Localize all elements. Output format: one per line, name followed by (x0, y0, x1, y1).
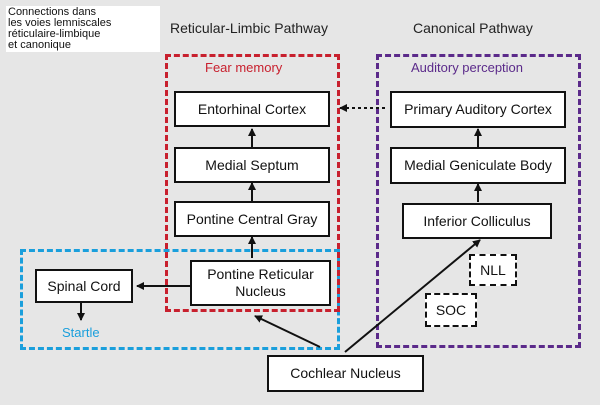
node-medial-septum: Medial Septum (174, 147, 330, 183)
node-entorhinal-cortex: Entorhinal Cortex (174, 91, 330, 127)
node-primary-auditory-cortex: Primary Auditory Cortex (390, 91, 566, 128)
fear-memory-label: Fear memory (205, 60, 283, 75)
caption-line-2: les voies lemniscales (8, 17, 112, 29)
caption-line-3: réticulaire-limbique (8, 28, 101, 40)
node-nll: NLL (469, 254, 517, 286)
arrow-cochlear-to-reticular (254, 315, 321, 348)
node-medial-geniculate-body: Medial Geniculate Body (390, 147, 566, 184)
figure-caption: Connections dans les voies lemniscales r… (6, 6, 160, 52)
auditory-perception-label: Auditory perception (411, 60, 524, 75)
node-spinal-cord: Spinal Cord (35, 269, 133, 303)
node-pontine-reticular-nucleus: Pontine Reticular Nucleus (190, 260, 331, 306)
node-pontine-central-gray: Pontine Central Gray (174, 201, 330, 237)
auditory-perception-region (376, 54, 581, 348)
node-inferior-colliculus: Inferior Colliculus (402, 203, 552, 239)
caption-line-1: Connections dans (8, 6, 97, 18)
caption-line-4: et canonique (8, 39, 71, 51)
arrow-cochlear-to-colliculus (344, 239, 481, 353)
startle-label: Startle (62, 325, 100, 340)
reticular-limbic-title: Reticular-Limbic Pathway (170, 20, 328, 36)
node-soc: SOC (425, 293, 477, 327)
canonical-title: Canonical Pathway (413, 20, 533, 36)
fear-memory-region (165, 54, 340, 312)
node-cochlear-nucleus: Cochlear Nucleus (267, 355, 424, 392)
